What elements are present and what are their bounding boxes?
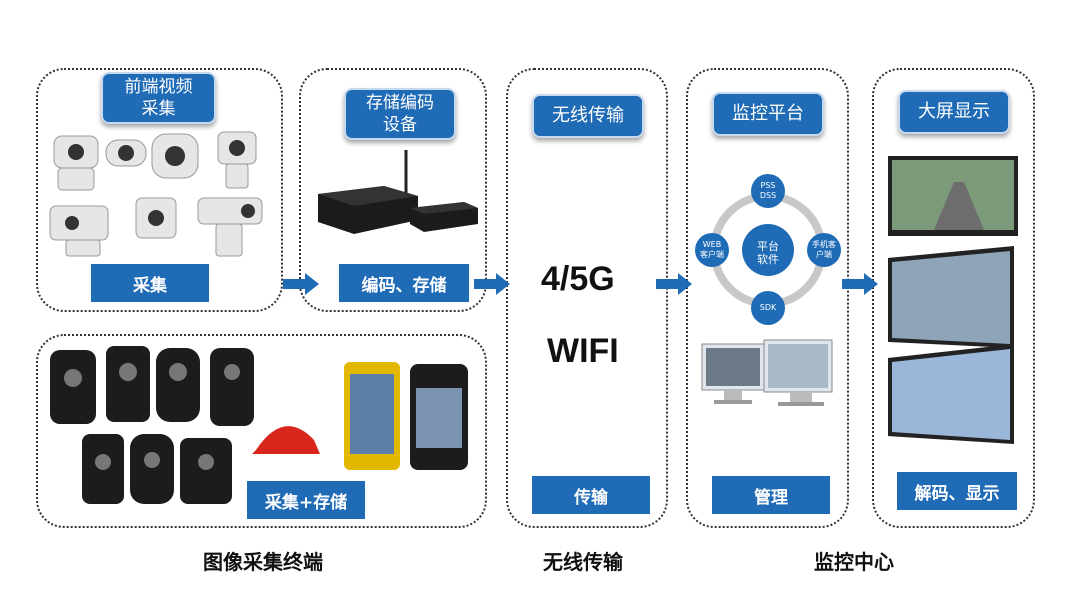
- ring-bottom-label: SDK: [759, 303, 777, 312]
- video-wall-icon: [888, 156, 1018, 444]
- wireless-panel: [506, 68, 668, 528]
- terminal-devices-icon: [50, 346, 468, 504]
- terminal-panel: [36, 334, 487, 528]
- ptz-camera-icon: [49, 131, 263, 257]
- display-panel: [872, 68, 1035, 528]
- front-video-panel: [36, 68, 283, 312]
- network-wifi-text: WIFI: [547, 332, 619, 370]
- terminal-label: 采集+存储: [247, 481, 365, 519]
- wireless-header: 无线传输: [532, 94, 644, 138]
- ring-right-label: 手机客 户端: [812, 240, 836, 259]
- monitor-header: 监控平台: [712, 92, 824, 136]
- arrow-icon: [474, 273, 510, 295]
- network-4g5g-text: 4/5G: [541, 260, 615, 298]
- bottom-label-monitor: 监控中心: [814, 550, 894, 574]
- storage-panel: [299, 68, 487, 312]
- bottom-label-terminal: 图像采集终端: [203, 550, 323, 574]
- ring-left-label: WEB 客户端: [700, 240, 724, 259]
- monitor-panel: [686, 68, 849, 528]
- ring-top-label: PSS DSS: [759, 181, 777, 200]
- front-video-header: 前端视频 采集: [101, 72, 216, 124]
- platform-diagram: [695, 174, 841, 325]
- arrow-icon: [283, 273, 319, 295]
- storage-label: 编码、存储: [339, 264, 469, 302]
- encoder-device-icon: [318, 150, 478, 234]
- monitor-label: 管理: [712, 476, 830, 514]
- display-header: 大屏显示: [898, 90, 1010, 134]
- monitor-screens-icon: [701, 339, 833, 406]
- wireless-label: 传输: [532, 476, 650, 514]
- ring-center-label: 平台 软件: [757, 240, 779, 266]
- storage-header: 存储编码 设备: [344, 88, 456, 140]
- arrow-icon: [656, 273, 692, 295]
- bottom-label-wireless: 无线传输: [543, 550, 623, 574]
- display-label: 解码、显示: [897, 472, 1017, 510]
- front-video-label: 采集: [91, 264, 209, 302]
- arrow-icon: [842, 273, 878, 295]
